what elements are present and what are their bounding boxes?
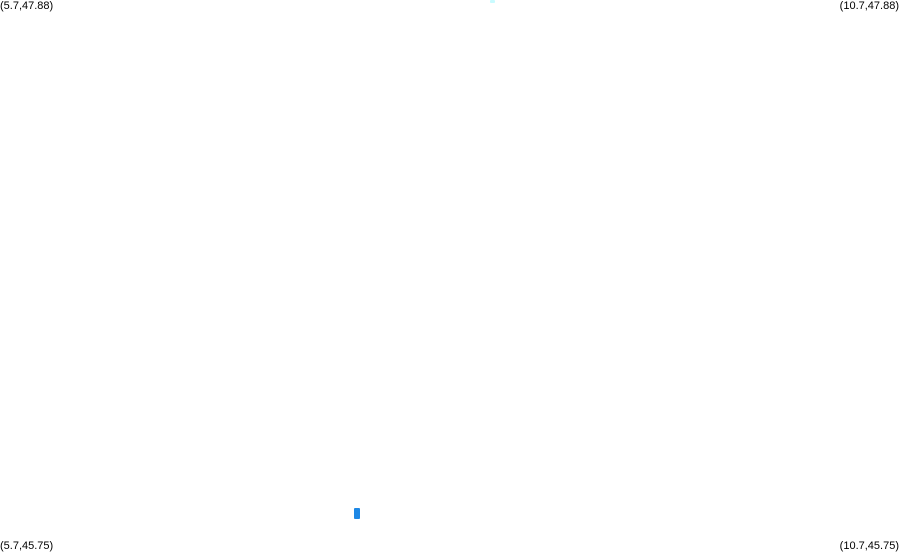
blue-marker <box>354 508 360 519</box>
bottom-left-coordinate-label: (5.7,45.75) <box>0 540 54 552</box>
top-left-coordinate-label: (5.7,47.88) <box>0 0 54 12</box>
top-right-coordinate-label: (10.7,47.88) <box>839 0 899 12</box>
cyan-marker <box>490 0 495 3</box>
bottom-right-coordinate-label: (10.7,45.75) <box>839 540 899 552</box>
